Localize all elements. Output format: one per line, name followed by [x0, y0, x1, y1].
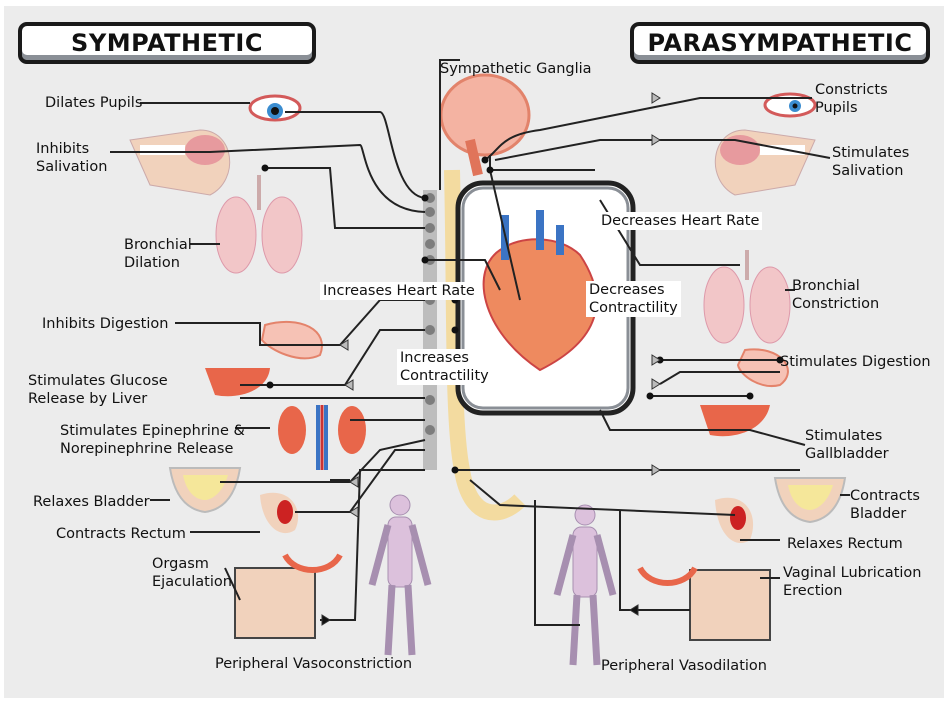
label-increases-contractility: Increases Contractility	[397, 349, 492, 385]
label-decreases-heart-rate: Decreases Heart Rate	[598, 212, 763, 230]
bladder-left	[168, 467, 242, 514]
lungs-right	[703, 250, 791, 344]
nerve-pathways	[110, 59, 850, 626]
pelvis-left	[234, 553, 343, 639]
human-body-right	[553, 504, 617, 666]
label-vaginal-lubrication-erection: Vaginal Lubrication Erection	[783, 565, 922, 599]
label-contracts-bladder: Contracts Bladder	[850, 488, 920, 522]
pelvis-right	[637, 566, 771, 641]
label-glucose-release: Stimulates Glucose Release by Liver	[28, 373, 168, 407]
stomach-left	[260, 320, 323, 360]
synapse-markers	[321, 92, 661, 626]
label-bronchial-dilation: Bronchial Dilation	[124, 237, 192, 271]
label-relaxes-rectum: Relaxes Rectum	[787, 536, 903, 552]
label-contracts-rectum: Contracts Rectum	[56, 526, 186, 542]
label-orgasm-ejaculation: Orgasm Ejaculation	[152, 556, 232, 590]
liver-left	[205, 368, 270, 397]
sympathetic-title: SYMPATHETIC	[18, 22, 316, 64]
bladder-right	[773, 477, 847, 524]
human-body-left	[368, 494, 432, 656]
rectum-right	[715, 497, 754, 544]
label-constricts-pupils: Constricts Pupils	[815, 82, 888, 116]
label-relaxes-bladder: Relaxes Bladder	[33, 494, 150, 510]
lungs-left	[215, 175, 303, 274]
label-stimulates-gallbladder: Stimulates Gallbladder	[805, 428, 889, 462]
brain-image	[439, 73, 531, 177]
label-vasodilation: Peripheral Vasodilation	[601, 658, 767, 674]
sympathetic-ganglia-label: Sympathetic Ganglia	[440, 61, 592, 77]
parasympathetic-title: PARASYMPATHETIC	[630, 22, 930, 64]
salivary-head-left	[129, 129, 231, 196]
label-vasoconstriction: Peripheral Vasoconstriction	[215, 656, 413, 672]
kidneys	[278, 405, 366, 470]
label-bronchial-constriction: Bronchial Constriction	[792, 278, 880, 312]
label-epinephrine-release: Stimulates Epinephrine & Norepinephrine …	[60, 423, 245, 457]
spinal-cord	[423, 169, 526, 521]
label-stimulates-salivation: Stimulates Salivation	[832, 145, 910, 179]
liver-right	[700, 405, 770, 437]
label-inhibits-digestion: Inhibits Digestion	[42, 316, 169, 332]
eye-right	[763, 92, 817, 118]
label-inhibits-salivation: Inhibits Salivation	[36, 141, 108, 175]
label-decreases-contractility: Decreases Contractility	[586, 281, 681, 317]
label-increases-heart-rate: Increases Heart Rate	[320, 282, 478, 300]
label-stimulates-digestion: Stimulates Digestion	[780, 354, 931, 370]
eye-left	[248, 94, 302, 122]
rectum-left	[260, 492, 299, 534]
label-dilates-pupils: Dilates Pupils	[45, 95, 143, 111]
